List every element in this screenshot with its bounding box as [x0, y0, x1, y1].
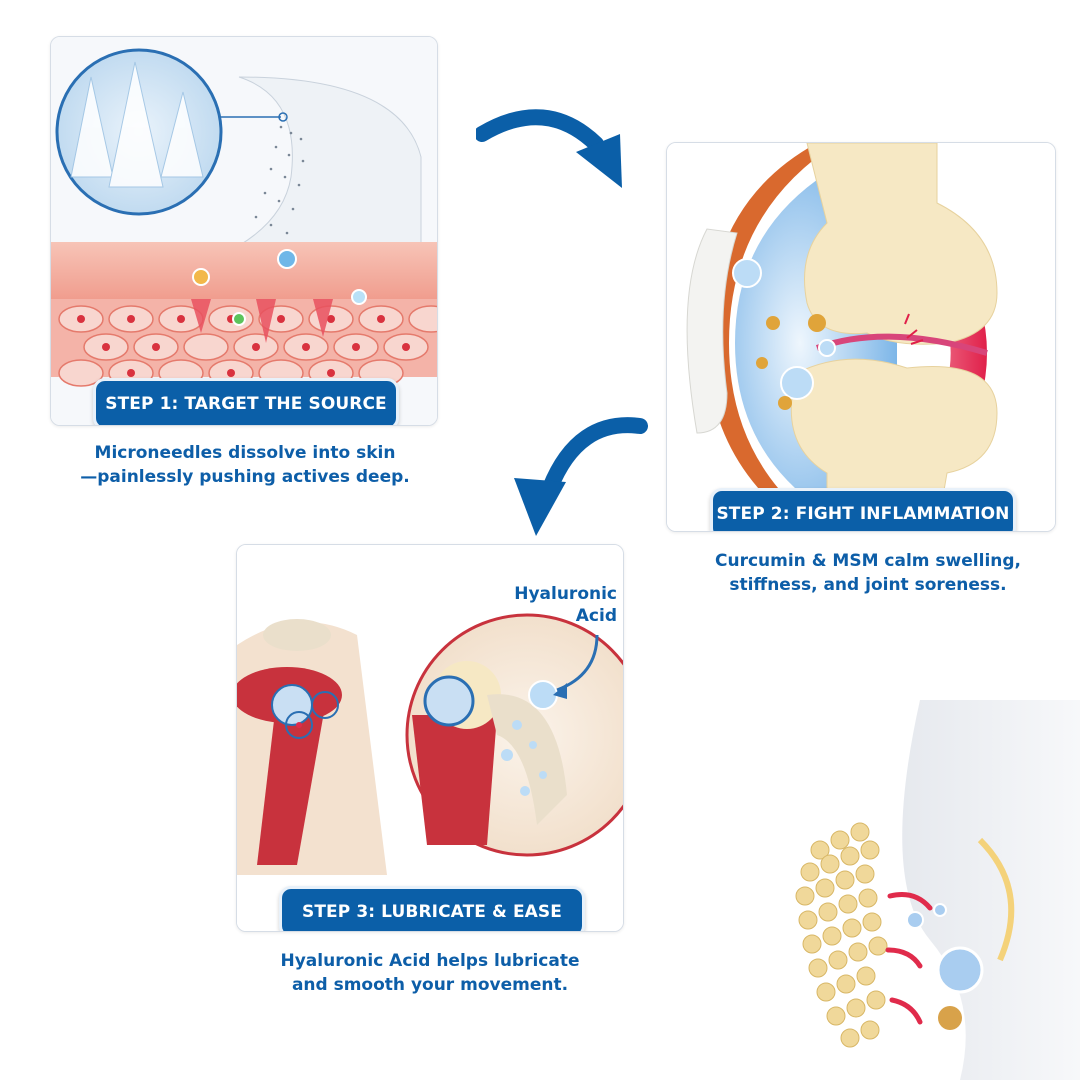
curved-arrow-right-down-icon [476, 109, 622, 188]
step-1-badge: STEP 1: TARGET THE SOURCE [93, 378, 399, 425]
step-1-desc-line-1: Microneedles dissolve into skin [94, 443, 396, 463]
step-3-description: Hyaluronic Acid helps lubricate and smoo… [245, 949, 615, 997]
knee-joint-illustration [667, 143, 1055, 531]
shoulder-joint-illustration [237, 545, 623, 931]
hyaluronic-label-line-2: Acid [575, 606, 617, 626]
hyaluronic-label-line-1: Hyaluronic [514, 584, 617, 604]
step-1-card: STEP 1: TARGET THE SOURCE [50, 36, 438, 426]
step-2-description: Curcumin & MSM calm swelling, stiffness,… [676, 549, 1060, 597]
curved-arrow-left-down-icon [514, 417, 648, 536]
step-2-desc-line-1: Curcumin & MSM calm swelling, [714, 551, 1022, 571]
step-3-card: Hyaluronic Acid STEP 3: LUBRICATE & EASE [236, 544, 624, 932]
knee-patch-illustration [795, 700, 1080, 1080]
step-3-badge: STEP 3: LUBRICATE & EASE [279, 886, 585, 931]
step-2-card: STEP 2: FIGHT INFLAMMATION [666, 142, 1056, 532]
step-3-desc-line-1: Hyaluronic Acid helps lubricate [280, 951, 580, 971]
hyaluronic-acid-label: Hyaluronic Acid [487, 583, 617, 627]
step-1-desc-line-2: —painlessly pushing actives deep. [80, 467, 410, 487]
step-3-desc-line-2: and smooth your movement. [291, 975, 569, 995]
step-1-description: Microneedles dissolve into skin —painles… [60, 441, 430, 489]
step-2-desc-line-2: stiffness, and joint soreness. [729, 575, 1007, 595]
step-2-badge: STEP 2: FIGHT INFLAMMATION [710, 488, 1016, 531]
microneedle-skin-illustration [51, 37, 437, 425]
